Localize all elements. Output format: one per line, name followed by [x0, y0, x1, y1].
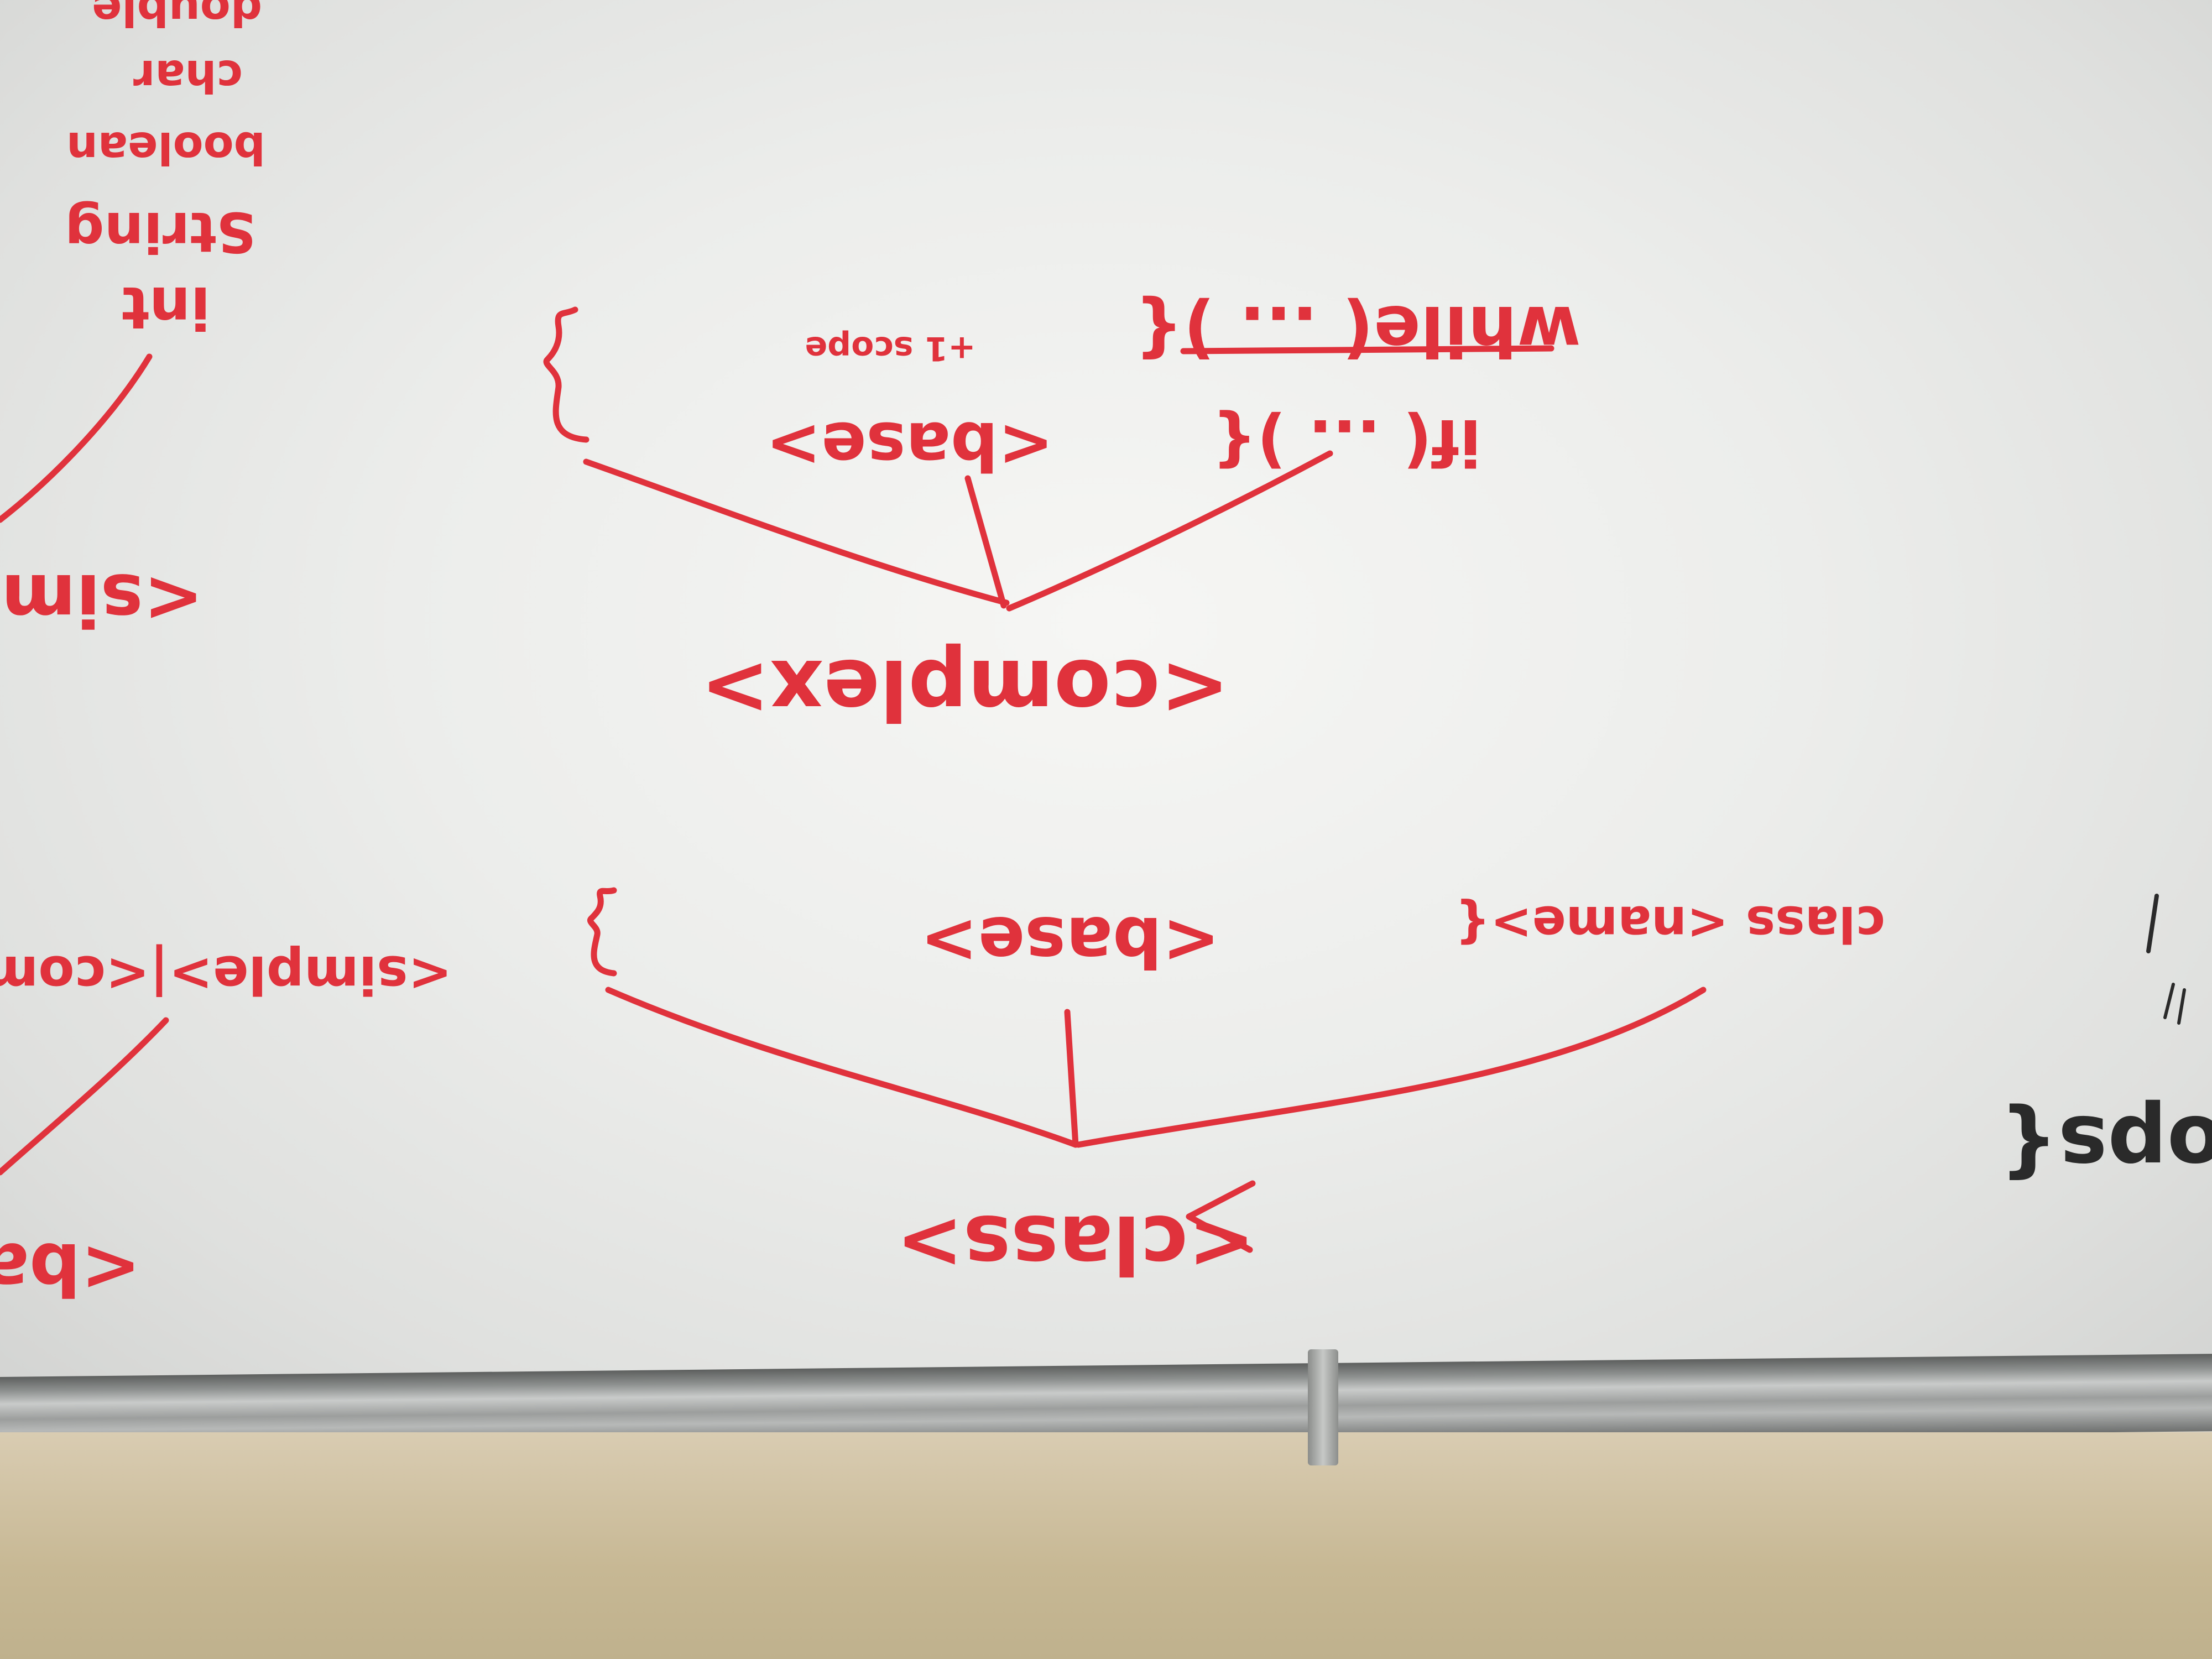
- complex-base-note: +1 scope: [805, 329, 975, 368]
- complex-while-line: while( ... ){: [1134, 290, 1581, 371]
- left-edge-lines: [0, 353, 169, 1176]
- tray-clip: [1308, 1349, 1338, 1465]
- type-list-item-double: double: [92, 0, 262, 35]
- complex-root-label: <complex>: [701, 641, 1230, 737]
- wall: [0, 1432, 2212, 1659]
- type-list-item-boolean: boolean: [66, 122, 265, 174]
- class-branch-name: class <name>{: [1455, 895, 1885, 953]
- class-root-label: <class>: [896, 1197, 1255, 1291]
- type-list-item-int: int: [122, 274, 211, 341]
- type-list-item-char: char: [133, 50, 243, 102]
- left-fragment-simple-complex: <simple>|<comp: [0, 944, 452, 1005]
- class-tree-lines: [587, 887, 1707, 1253]
- left-fragment-base: <ba: [0, 1227, 141, 1311]
- complex-branch-base: <base>: [766, 407, 1054, 484]
- right-fragment-oops: oops{: [1999, 1097, 2212, 1193]
- class-branch-base: <base>: [920, 901, 1220, 982]
- left-fragment-simple: <sim: [1, 558, 204, 642]
- type-list-item-string: String: [65, 200, 256, 264]
- whiteboard-surface: [0, 0, 2212, 1385]
- complex-tree-lines: [543, 306, 1554, 612]
- complex-branch-if: if( ... ){: [1212, 405, 1481, 479]
- right-edge-marks: [2146, 894, 2186, 1025]
